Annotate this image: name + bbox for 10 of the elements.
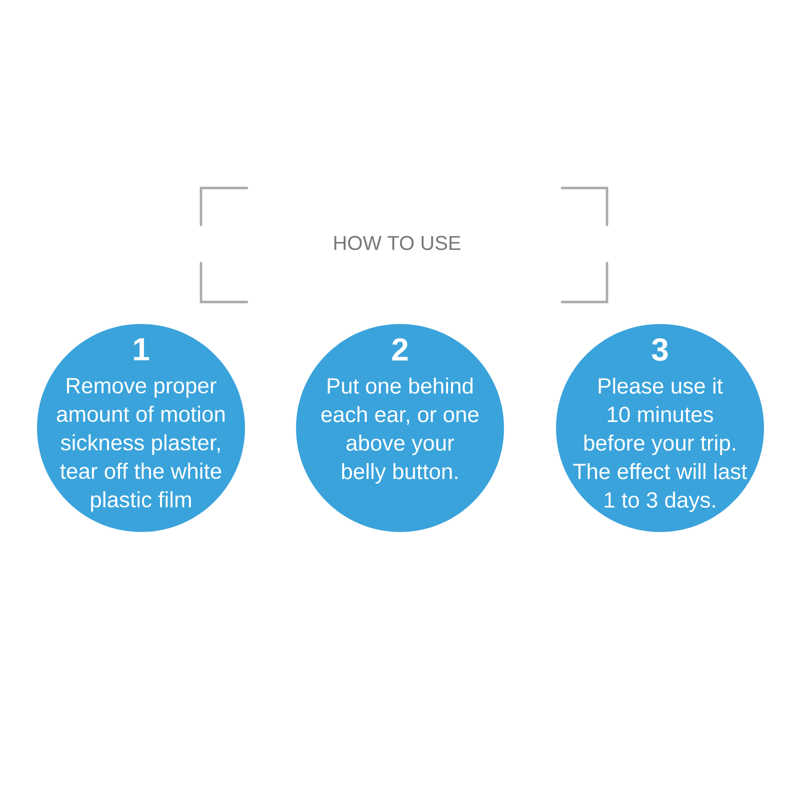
step-number: 1 (134, 338, 149, 360)
step-description: Remove proper amount of motion sickness plaster, tear off the white plastic film (56, 378, 225, 512)
step-circle (556, 324, 764, 532)
step-number: 3 (652, 338, 668, 361)
step-description: Please use it 10 minutes before your trip. The effect will last 1 to 3 days. (573, 378, 748, 512)
step-circle (296, 324, 504, 532)
title: HOW TO USE (334, 236, 460, 250)
step-circle (37, 324, 245, 532)
step-number: 2 (392, 338, 408, 361)
step-description: Put one behind each ear, or one above your belly button. (321, 378, 478, 484)
